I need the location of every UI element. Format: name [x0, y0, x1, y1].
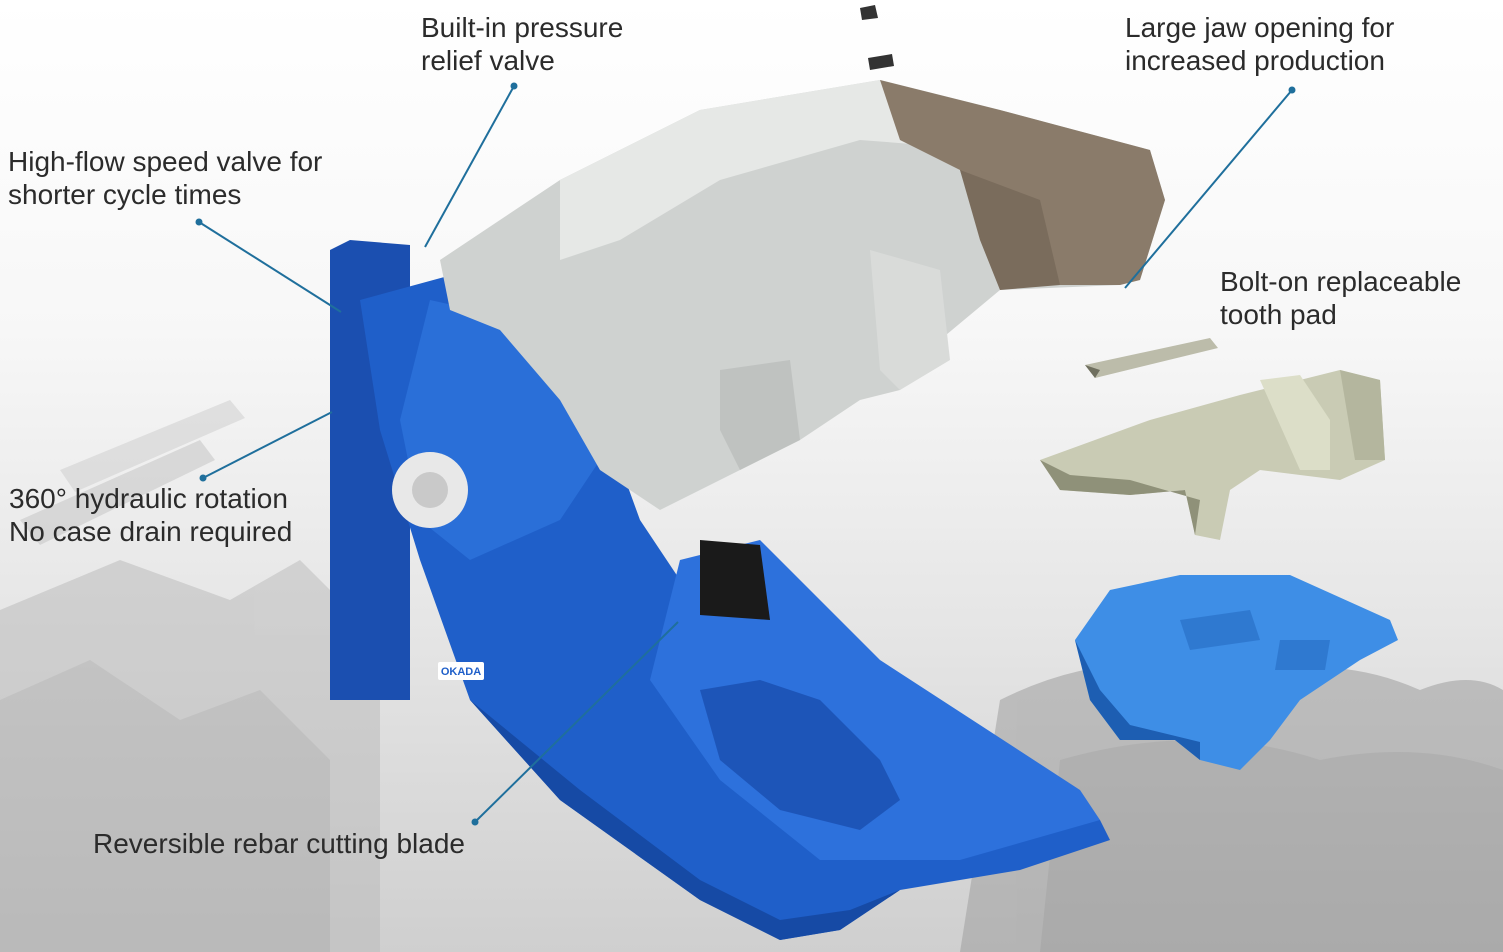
- callout-pressure-relief-valve: Built-in pressure relief valve: [421, 11, 623, 77]
- shear-body: [330, 240, 1110, 940]
- callout-text: Large jaw opening for: [1125, 12, 1395, 43]
- callout-text: tooth pad: [1220, 299, 1337, 330]
- callout-rebar-blade: Reversible rebar cutting blade: [93, 827, 465, 860]
- leader-line-rebar-blade: [474, 621, 679, 823]
- callout-hydraulic-rotation: 360° hydraulic rotation No case drain re…: [9, 482, 292, 548]
- blue-tooth-pad-part: [1075, 575, 1398, 770]
- callout-text: 360° hydraulic rotation: [9, 483, 288, 514]
- tooth-bar-part: [860, 5, 1218, 378]
- callout-jaw-opening: Large jaw opening for increased producti…: [1125, 11, 1394, 77]
- callout-text: relief valve: [421, 45, 555, 76]
- callout-text: Reversible rebar cutting blade: [93, 828, 465, 859]
- callout-text: Built-in pressure: [421, 12, 624, 43]
- leader-line-speed-valve: [198, 221, 342, 313]
- upper-jaw: [440, 80, 1165, 510]
- callout-tooth-pad: Bolt-on replaceable tooth pad: [1220, 265, 1461, 331]
- background-scene: [0, 400, 1503, 952]
- brand-badge: OKADA: [438, 662, 484, 680]
- callout-text: High-flow speed valve for: [8, 146, 323, 177]
- leader-dots: [195, 82, 1296, 826]
- grey-tooth-pad-part: [1040, 370, 1385, 540]
- leader-line-hydraulic-rotation: [202, 411, 333, 479]
- callout-text: increased production: [1125, 45, 1385, 76]
- leader-line-jaw-opening: [1124, 89, 1293, 289]
- callout-speed-valve: High-flow speed valve for shorter cycle …: [8, 145, 322, 211]
- callout-text: No case drain required: [9, 516, 293, 547]
- leader-lines: [198, 85, 1293, 823]
- brand-badge-text: OKADA: [441, 666, 481, 678]
- callout-text: Bolt-on replaceable: [1220, 266, 1462, 297]
- callout-text: shorter cycle times: [8, 179, 242, 210]
- leader-line-pressure-relief-valve: [424, 85, 515, 248]
